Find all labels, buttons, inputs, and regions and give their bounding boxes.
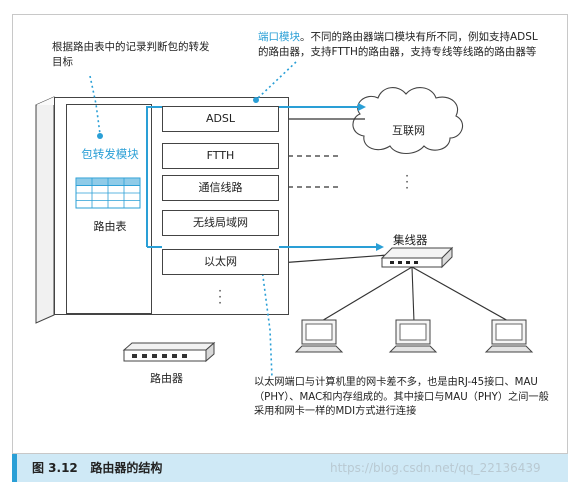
module-ethernet: 以太网 <box>162 249 279 275</box>
hub-ports <box>390 261 418 264</box>
figure-title: 路由器的结构 <box>90 461 163 475</box>
module-ftth: FTTH <box>162 143 279 169</box>
ethernet-line <box>278 254 389 264</box>
module-leased-line: 通信线路 <box>162 175 279 201</box>
forward-annotation: 根据路由表中的记录判断包的转发目标 <box>52 41 210 68</box>
watermark: https://blog.csdn.net/qq_22136439 <box>330 461 541 475</box>
internet-cloud <box>352 87 464 155</box>
ethernet-annotation: 以太网端口与计算机里的网卡差不多，也是由RJ-45接口、MAU（PHY）、MAC… <box>254 377 549 417</box>
caption-accent <box>12 454 17 482</box>
internet-label: 互联网 <box>392 124 425 137</box>
hub-top <box>380 247 454 259</box>
hub-label: 集线器 <box>393 233 428 247</box>
flow-arrow-right <box>376 243 384 251</box>
hub-side <box>441 246 453 269</box>
router-icon <box>122 341 216 363</box>
router-name-label: 路由器 <box>150 372 183 385</box>
more-lines-dots: ··· <box>405 169 409 195</box>
port-module-title: 端口模块 <box>258 31 300 43</box>
figure-number: 图 3.12 <box>32 461 78 475</box>
routing-table-label: 路由表 <box>93 220 127 233</box>
hub-pc2-line <box>411 266 415 323</box>
router-side-face <box>35 96 55 324</box>
port-module-annotation: 端口模块。不同的路由器端口模块有所不同，例如支持ADSL的路由器，支持FTTH的… <box>258 30 548 60</box>
module-adsl: ADSL <box>162 106 279 132</box>
figure-caption: 图 3.12 路由器的结构 <box>32 459 162 476</box>
module-wlan: 无线局域网 <box>162 210 279 236</box>
pc-1 <box>294 319 344 353</box>
pc-2 <box>388 319 438 353</box>
more-modules-dots: ··· <box>218 284 222 310</box>
hub-pc3-line <box>411 266 511 323</box>
hub-pc1-line <box>319 266 413 323</box>
forward-module-panel <box>66 104 152 314</box>
forward-module-label: 包转发模块 <box>81 147 139 161</box>
caption-bar <box>12 454 568 482</box>
port-module-body: 。不同的路由器端口模块有所不同，例如支持ADSL的路由器，支持FTTH的路由器，… <box>258 31 538 58</box>
pc-3 <box>484 319 534 353</box>
